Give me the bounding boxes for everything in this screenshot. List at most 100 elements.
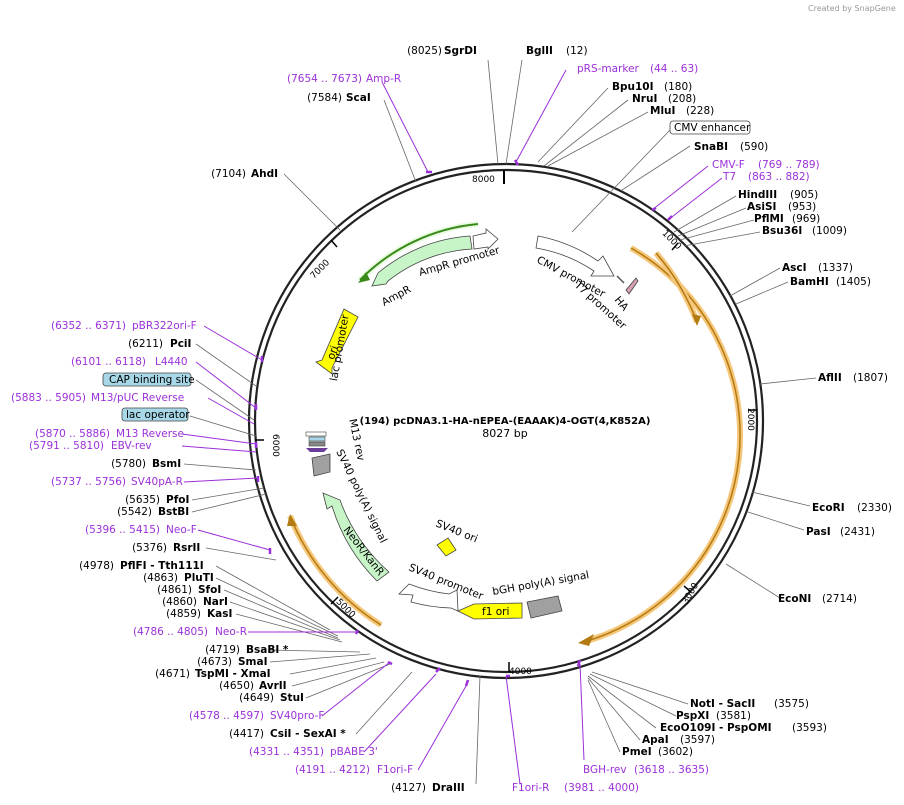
site-name[interactable]: PasI <box>806 526 831 538</box>
site-labels-left: (8025) SgrDI (7654 .. 7673) Amp-R (7584)… <box>11 45 477 794</box>
primer-name[interactable]: CMV-F <box>712 159 745 171</box>
primer-name[interactable]: L4440 <box>155 356 188 368</box>
sv40-polya[interactable] <box>311 453 331 477</box>
site-name[interactable]: SgrDI <box>444 45 477 57</box>
ori-feature[interactable] <box>315 308 359 375</box>
site-name[interactable]: ScaI <box>346 92 371 104</box>
site-name[interactable]: PfoI <box>166 494 189 506</box>
site-pos: (1807) <box>853 372 888 384</box>
site-pos: (4859) <box>166 608 201 620</box>
primer-name[interactable]: M13 Reverse <box>116 428 184 440</box>
site-name[interactable]: EcoO109I - PspOMI <box>660 722 772 734</box>
primer-name[interactable]: pRS-marker <box>577 63 640 75</box>
sv40-promoter[interactable] <box>398 583 459 612</box>
site-name[interactable]: KasI <box>207 608 232 620</box>
cmv-enhancer-box[interactable] <box>669 120 751 135</box>
primer-pos: (5870 .. 5886) <box>35 428 110 440</box>
ampr-marker[interactable] <box>371 235 473 287</box>
site-pos: (1405) <box>836 276 871 288</box>
cmv-promoter[interactable] <box>535 235 615 277</box>
site-name[interactable]: SfoI <box>198 584 221 596</box>
site-name[interactable]: AflII <box>818 372 842 384</box>
orf-arrow-right <box>578 634 594 646</box>
site-name[interactable]: EcoRI <box>812 502 845 514</box>
primer-name[interactable]: Neo-F <box>166 524 197 536</box>
site-name[interactable]: StuI <box>280 692 304 704</box>
site-name[interactable]: MluI <box>650 105 675 117</box>
primer-name[interactable]: pBABE 3' <box>330 746 378 758</box>
site-name[interactable]: Bpu10I <box>612 81 654 93</box>
site-name[interactable]: PmeI <box>622 746 652 758</box>
neor-kanr[interactable] <box>322 492 390 582</box>
primer-pos: (6101 .. 6118) <box>71 356 146 368</box>
bgh-polya[interactable] <box>526 595 563 619</box>
primer-pos: (3618 .. 3635) <box>634 764 709 776</box>
site-name[interactable]: AsiSI <box>747 201 776 213</box>
site-name[interactable]: BsmI <box>152 458 181 470</box>
site-name[interactable]: PspXI <box>676 710 709 722</box>
site-labels-right: BglII (12) pRS-marker (44 .. 63) Bpu10I … <box>512 45 892 794</box>
site-name[interactable]: AvrII <box>259 680 287 692</box>
site-name[interactable]: NarI <box>203 596 228 608</box>
lac-promoter[interactable] <box>305 431 327 437</box>
cap-binding-site-box[interactable] <box>102 372 192 387</box>
site-pos: (12) <box>566 45 588 57</box>
site-name[interactable]: BamHI <box>790 276 829 288</box>
lac-operator-label: lac operator <box>126 409 190 421</box>
site-name[interactable]: SnaBI <box>694 141 728 153</box>
primer-name[interactable]: Amp-R <box>366 73 401 85</box>
site-name[interactable]: RsrII <box>173 542 200 554</box>
site-name[interactable]: PflFI - Tth111I <box>120 560 204 572</box>
site-name[interactable]: NruI <box>632 93 657 105</box>
cap-binding-site[interactable] <box>308 436 326 442</box>
site-pos: (2330) <box>857 502 892 514</box>
primer-name[interactable]: EBV-rev <box>111 440 152 452</box>
primer-name[interactable]: T7 <box>722 171 736 183</box>
site-name[interactable]: EcoNI <box>778 593 811 605</box>
site-name[interactable]: PciI <box>170 338 191 350</box>
site-name[interactable]: BglII <box>526 45 553 57</box>
site-name[interactable]: AhdI <box>251 168 278 180</box>
primer-pos: (5883 .. 5905) <box>11 392 86 404</box>
site-pos: (953) <box>788 201 816 213</box>
site-name[interactable]: PflMI <box>754 213 784 225</box>
primer-pos: (5396 .. 5415) <box>85 524 160 536</box>
m13-rev[interactable] <box>306 448 328 452</box>
site-name[interactable]: SmaI <box>238 656 268 668</box>
site-name[interactable]: BsaBI * <box>246 644 289 656</box>
ruler-tick <box>330 596 339 605</box>
site-pos: (3575) <box>774 698 809 710</box>
site-name[interactable]: PluTI <box>184 572 214 584</box>
site-name[interactable]: CsiI - SexAI * <box>270 728 346 740</box>
t7-promoter[interactable] <box>616 275 625 284</box>
primer-name[interactable]: F1ori-R <box>512 782 549 794</box>
site-name[interactable]: BstBI <box>158 506 189 518</box>
site-name[interactable]: HindIII <box>738 189 777 201</box>
site-name[interactable]: NotI - SacII <box>690 698 755 710</box>
site-name[interactable]: DraIII <box>432 782 465 794</box>
ha-tag[interactable] <box>625 277 639 295</box>
primer-name[interactable]: F1ori-F <box>377 764 413 776</box>
site-name[interactable]: ApaI <box>642 734 669 746</box>
site-pos: (8025) <box>407 45 442 57</box>
ampr-promoter[interactable] <box>472 228 499 250</box>
sv40-ori[interactable] <box>436 537 457 557</box>
primer-name[interactable]: pBR322ori-F <box>132 320 197 332</box>
f1-ori[interactable] <box>457 602 523 620</box>
ampr-orf-arrow <box>358 272 370 283</box>
primer-name[interactable]: M13/pUC Reverse <box>91 392 184 404</box>
bgh-polya-label: bGH poly(A) signal <box>491 569 590 598</box>
primer-name[interactable]: Neo-R <box>215 626 247 638</box>
site-pos: (4861) <box>157 584 192 596</box>
site-name[interactable]: AscI <box>782 262 807 274</box>
primer-pos: (4331 .. 4351) <box>249 746 324 758</box>
lac-operator[interactable] <box>308 441 326 447</box>
site-name[interactable]: Bsu36I <box>762 225 802 237</box>
site-pos: (7104) <box>211 168 246 180</box>
primer-name[interactable]: SV40pA-R <box>131 476 183 488</box>
site-name[interactable]: TspMI - XmaI <box>195 668 271 680</box>
lac-operator-box[interactable] <box>121 407 189 422</box>
primer-name[interactable]: BGH-rev <box>583 764 627 776</box>
site-pos: (4671) <box>155 668 190 680</box>
primer-name[interactable]: SV40pro-F <box>270 710 324 722</box>
